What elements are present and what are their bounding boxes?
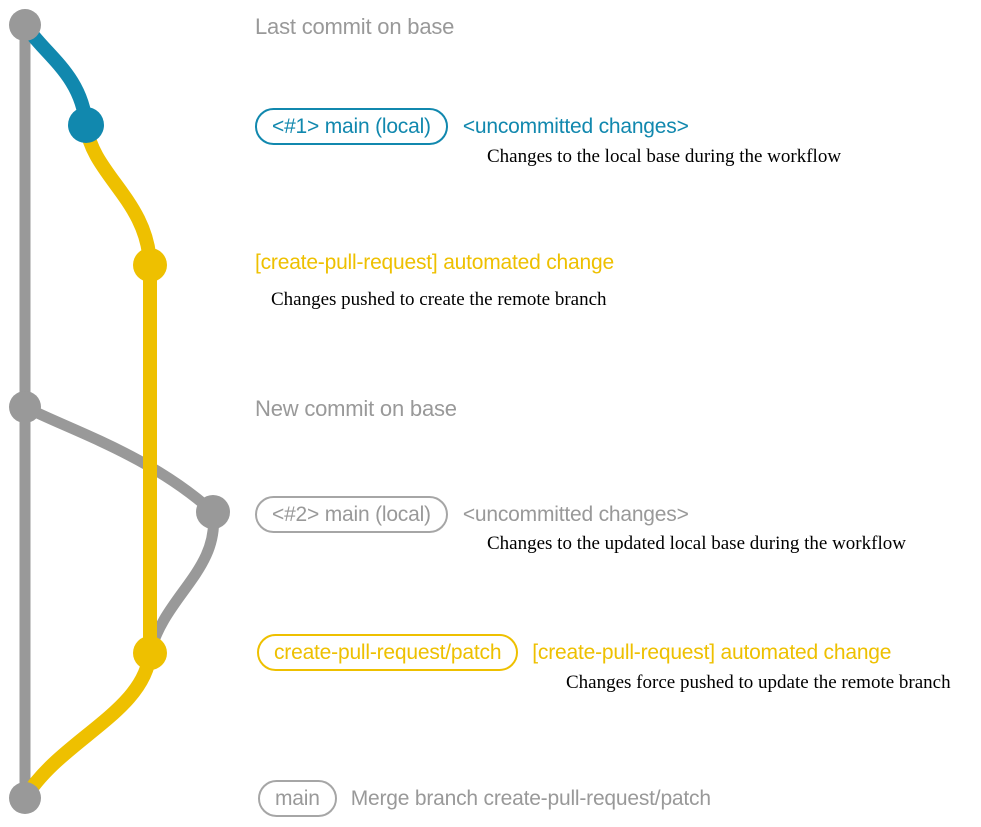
entry-automated-change-2: create-pull-request/patch [create-pull-r…: [257, 634, 891, 671]
entry-local-1: <#1> main (local) <uncommitted changes>: [255, 108, 689, 145]
entry-local-2: <#2> main (local) <uncommitted changes>: [255, 496, 689, 533]
commit-note-local-1: Changes to the local base during the wor…: [487, 146, 842, 167]
commit-note-local-2: Changes to the updated local base during…: [487, 533, 906, 554]
commit-subject-automated-change-1: [create-pull-request] automated change: [255, 251, 614, 274]
commit-node-local-commit-1[interactable]: [68, 107, 104, 143]
edge-remote-2-to-merge: [18, 646, 157, 805]
branch-pill-main[interactable]: main: [258, 780, 337, 817]
commit-note-automated-change-2: Changes force pushed to update the remot…: [566, 672, 951, 693]
heading-new-commit-on-base: New commit on base: [255, 396, 457, 421]
edge-local-2-to-remote-2: [144, 506, 220, 659]
heading-last-commit-on-base: Last commit on base: [255, 14, 455, 39]
branch-pill-create-pull-request-patch[interactable]: create-pull-request/patch: [257, 634, 519, 671]
branch-pill-main-local-1[interactable]: <#1> main (local): [255, 108, 448, 145]
entry-merge-commit: main Merge branch create-pull-request/pa…: [258, 780, 711, 817]
commit-node-remote-commit-1[interactable]: [133, 248, 167, 282]
commit-subject-local-2: <uncommitted changes>: [462, 502, 689, 526]
commit-node-remote-commit-2[interactable]: [133, 636, 167, 670]
edge-base-to-local-2: [19, 401, 219, 518]
branch-pill-main-local-2[interactable]: <#2> main (local): [255, 496, 448, 533]
commit-node-merge[interactable]: [9, 782, 41, 814]
entry-automated-change-1: [create-pull-request] automated change: [255, 251, 614, 275]
edge-local-1-to-remote-1: [79, 118, 157, 272]
commit-node-local-commit-2[interactable]: [196, 495, 230, 529]
commit-node-base-new-commit[interactable]: [9, 391, 41, 423]
commit-subject-local-1: <uncommitted changes>: [462, 114, 689, 138]
commit-subject-merge: Merge branch create-pull-request/patch: [350, 786, 711, 810]
commit-note-automated-change-1: Changes pushed to create the remote bran…: [271, 289, 607, 310]
commit-subject-automated-change-2: [create-pull-request] automated change: [532, 640, 892, 664]
commit-node-base-head[interactable]: [9, 9, 41, 41]
